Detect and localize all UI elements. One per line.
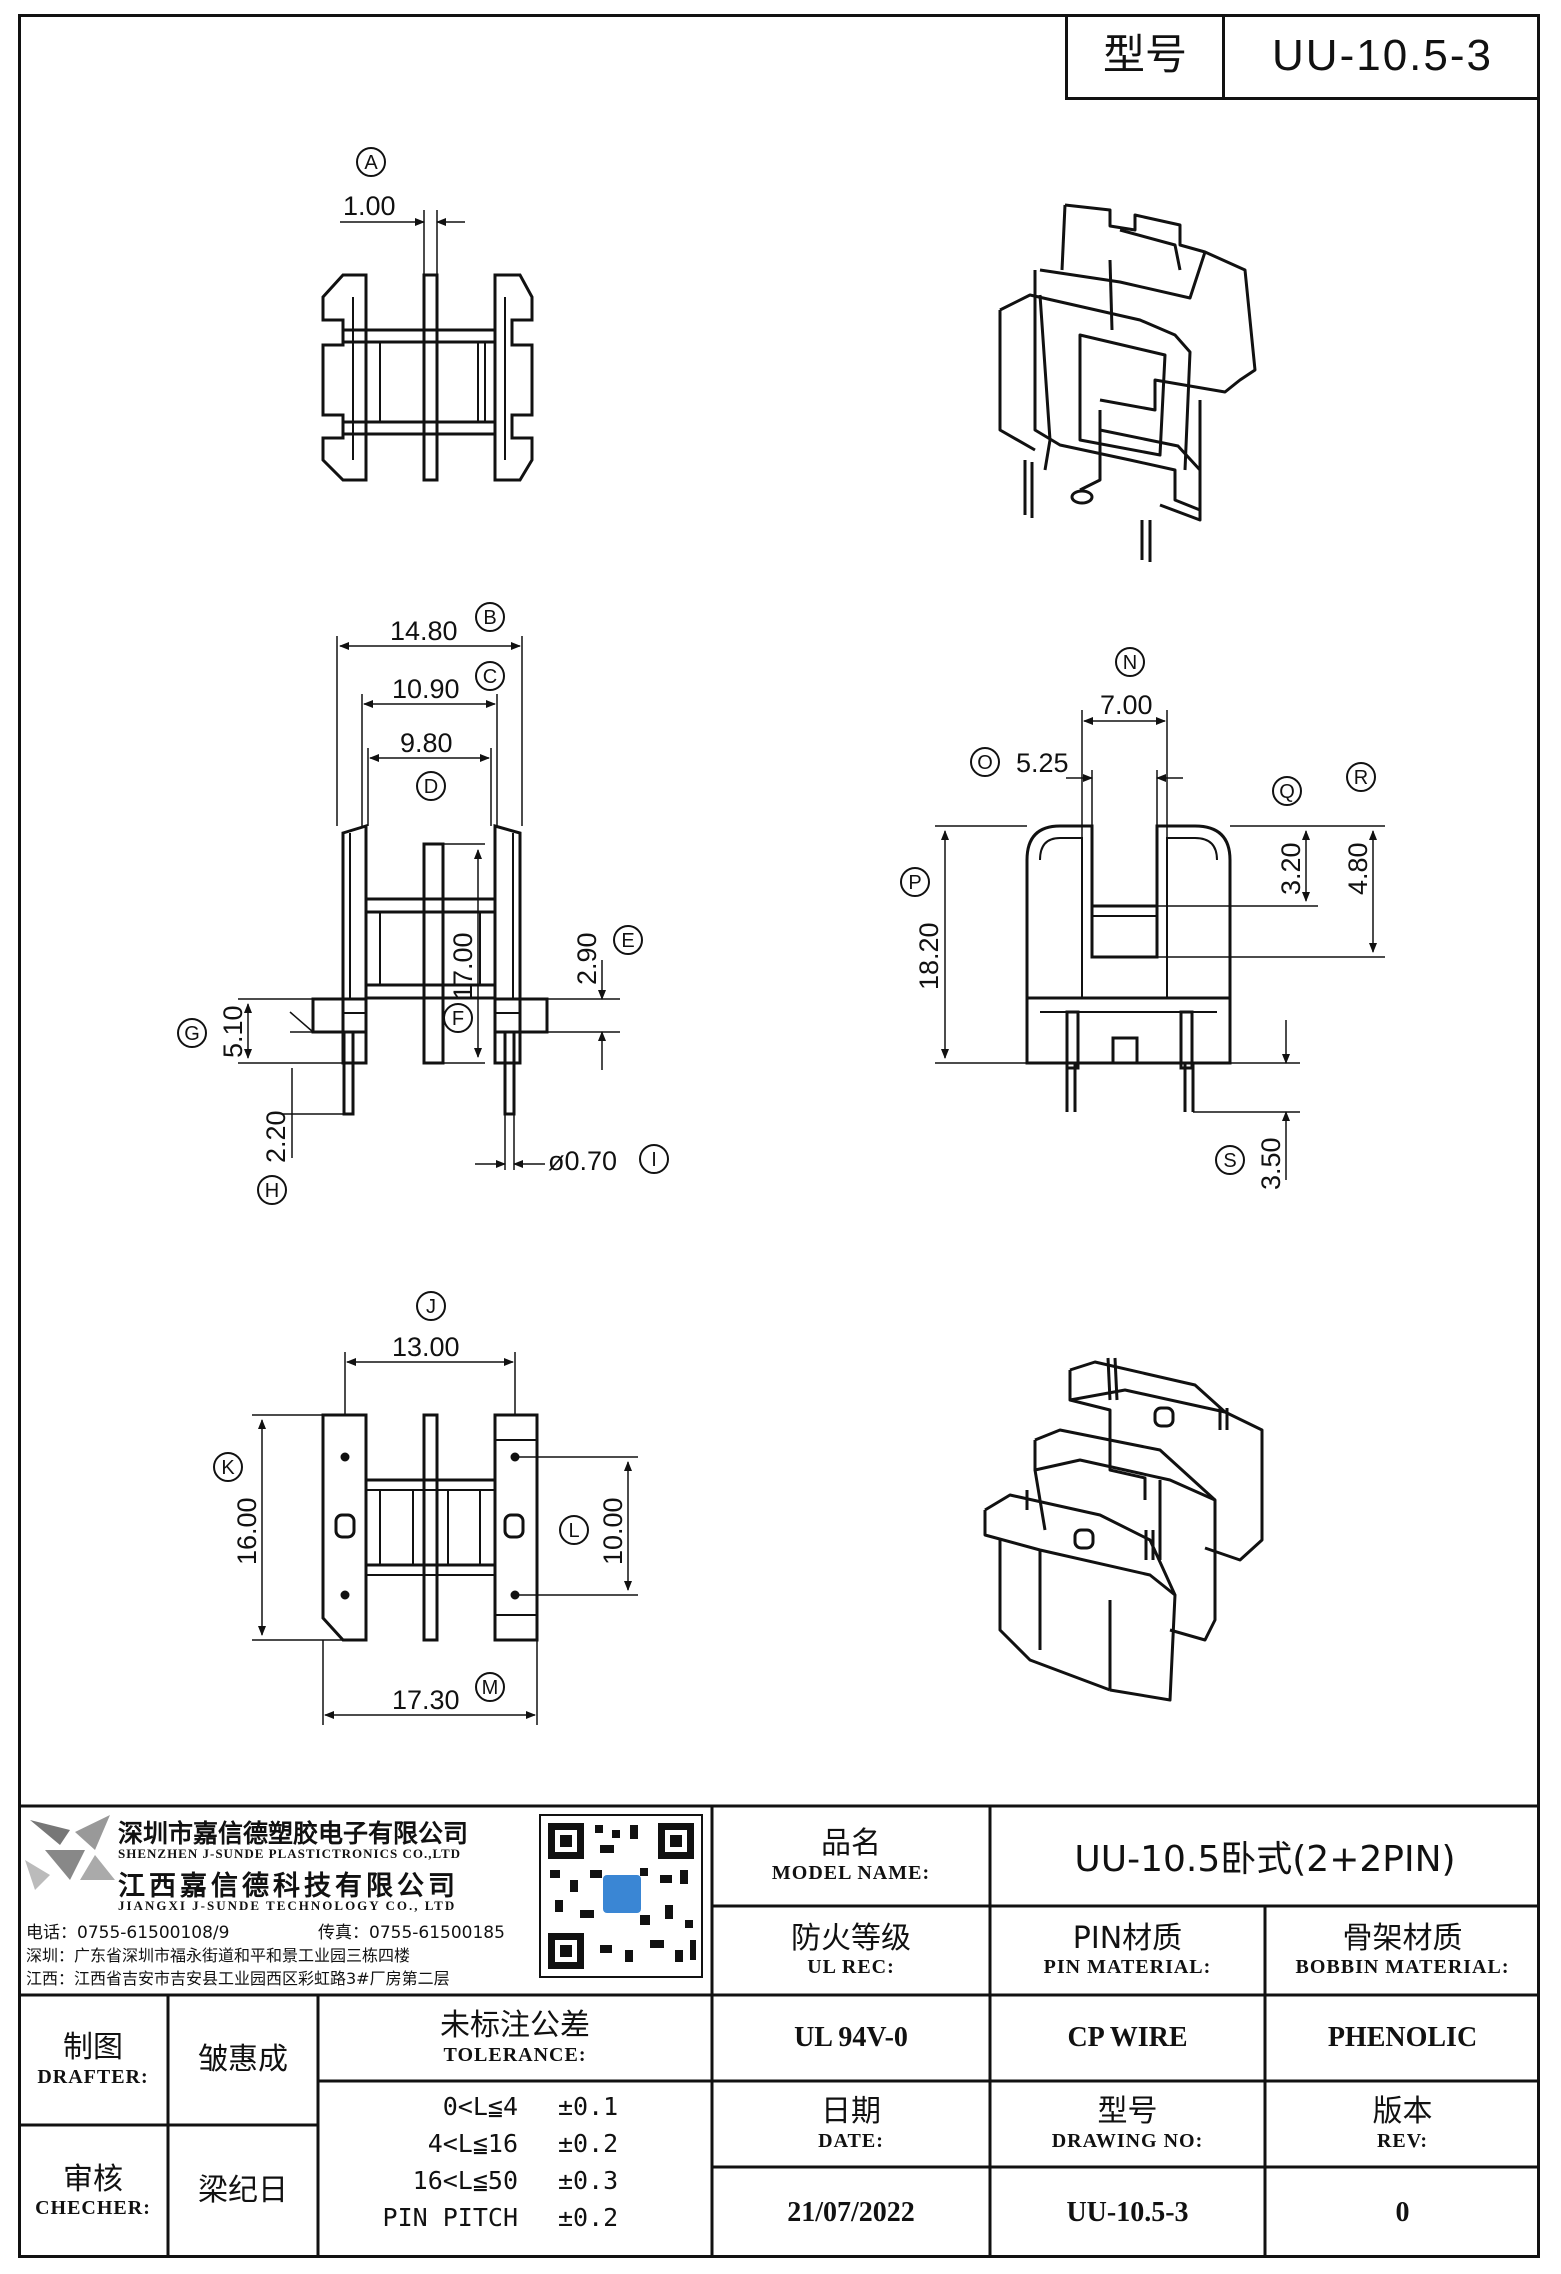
callout-H-letter: H: [265, 1180, 279, 1202]
front-view: [238, 636, 620, 1170]
callouts-side: [900, 647, 1376, 1175]
ul-rec-value: UL 94V-0: [794, 2022, 908, 2053]
header-model-value: UU-10.5-3: [1272, 30, 1493, 80]
company-fax: 传真：0755-61500185: [318, 1923, 505, 1943]
callout-G-letter: G: [184, 1023, 200, 1045]
company-phone: 电话：0755-61500108/9: [26, 1923, 230, 1943]
company-name-cn: 深圳市嘉信德塑胶电子有限公司: [118, 1819, 469, 1848]
callout-R-letter: R: [1354, 767, 1368, 789]
dim-Q-label: 3.20: [1276, 842, 1306, 895]
dim-B-label: 14.80: [390, 616, 458, 646]
header-model-value-box: UU-10.5-3: [1222, 14, 1540, 100]
bobbin-material-value: PHENOLIC: [1327, 2022, 1478, 2053]
company2-name-cn: 江西嘉信德科技有限公司: [118, 1871, 459, 1902]
callout-N-letter: N: [1123, 652, 1137, 674]
tolerance-row: 4<L≦16 ±0.2: [427, 2129, 619, 2158]
iso-view-top: [998, 203, 1257, 562]
dim-O-label: 5.25: [1016, 748, 1069, 778]
dim-D-label: 9.80: [400, 728, 453, 758]
dim-K-label: 16.00: [232, 1497, 262, 1565]
callout-A-letter: A: [364, 152, 378, 174]
header-model-label-box: 型号: [1065, 14, 1225, 100]
tolerance-table: 0<L≦4 ±0.1 4<L≦16 ±0.2 16<L≦50 ±0.3 PIN …: [318, 2088, 712, 2236]
header-model-label: 型号: [1102, 30, 1187, 80]
tolerance-row: 0<L≦4 ±0.1: [442, 2092, 619, 2121]
dim-G-label: 5.10: [218, 1005, 248, 1058]
company-address-sz: 深圳：广东省深圳市福永街道和平和景工业园三栋四楼: [26, 1946, 411, 1965]
qr-code: [539, 1814, 703, 1978]
callout-E-letter: E: [621, 930, 634, 952]
callout-Q-letter: Q: [1279, 781, 1295, 803]
dim-P-label: 18.20: [914, 922, 944, 990]
company2-name-en: JIANGXI J-SUNDE TECHNOLOGY CO., LTD: [118, 1898, 457, 1913]
callout-M-letter: M: [482, 1677, 499, 1699]
pin-material-value: CP WIRE: [1067, 2022, 1188, 2053]
company-logo: [25, 1815, 115, 1890]
dim-L-label: 10.00: [598, 1497, 628, 1565]
dim-A-label: 1.00: [343, 191, 396, 221]
callout-B-letter: B: [483, 607, 496, 629]
iso-view-bottom: [983, 1357, 1264, 1702]
dim-J-label: 13.00: [392, 1332, 460, 1362]
tolerance-row: PIN PITCH ±0.2: [382, 2203, 619, 2232]
dim-C-label: 10.90: [392, 674, 460, 704]
callouts-bottom: [213, 1291, 589, 1702]
drafter-name: 皱惠成: [198, 2041, 288, 2077]
dim-M-label: 17.30: [392, 1685, 460, 1715]
dim-S-label: 3.50: [1256, 1137, 1286, 1190]
company-name-en: SHENZHEN J-SUNDE PLASTICTRONICS CO.,LTD: [118, 1846, 462, 1861]
callout-O-letter: O: [977, 752, 993, 774]
dim-I-label: ø0.70: [548, 1146, 617, 1176]
callout-L-letter: L: [568, 1520, 579, 1542]
checker-name: 梁纪日: [198, 2173, 288, 2209]
callout-P-letter: P: [908, 872, 921, 894]
rev-value: 0: [1395, 2196, 1410, 2228]
company-address-jx: 江西：江西省吉安市吉安县工业园西区彩虹路3#厂房第二层: [26, 1969, 450, 1988]
drawing-no-value: UU-10.5-3: [1066, 2196, 1189, 2228]
callout-K-letter: K: [221, 1457, 235, 1479]
top-view: [321, 210, 534, 482]
callout-J-letter: J: [426, 1296, 436, 1318]
callout-A: [356, 147, 386, 177]
dim-R-label: 4.80: [1343, 842, 1373, 895]
title-block-grid: [18, 1804, 1540, 2258]
drawing-frame: [18, 14, 1540, 2258]
callout-D-letter: D: [424, 776, 438, 798]
callout-F-letter: F: [452, 1008, 464, 1030]
dim-N-label: 7.00: [1100, 690, 1153, 720]
callout-I-letter: I: [651, 1149, 657, 1171]
callout-C-letter: C: [483, 666, 497, 688]
tolerance-row: 16<L≦50 ±0.3: [412, 2166, 619, 2195]
callouts-front: [177, 602, 669, 1205]
side-view: [935, 710, 1385, 1180]
dim-E-label: 2.90: [572, 932, 602, 985]
date-value: 21/07/2022: [787, 2196, 915, 2228]
dim-F-label: 17.00: [448, 932, 478, 1000]
model-name-value: UU-10.5卧式(2+2PIN): [1074, 1839, 1456, 1880]
dim-H-label: 2.20: [261, 1110, 291, 1163]
bottom-view: [252, 1352, 638, 1725]
callout-S-letter: S: [1223, 1150, 1236, 1172]
